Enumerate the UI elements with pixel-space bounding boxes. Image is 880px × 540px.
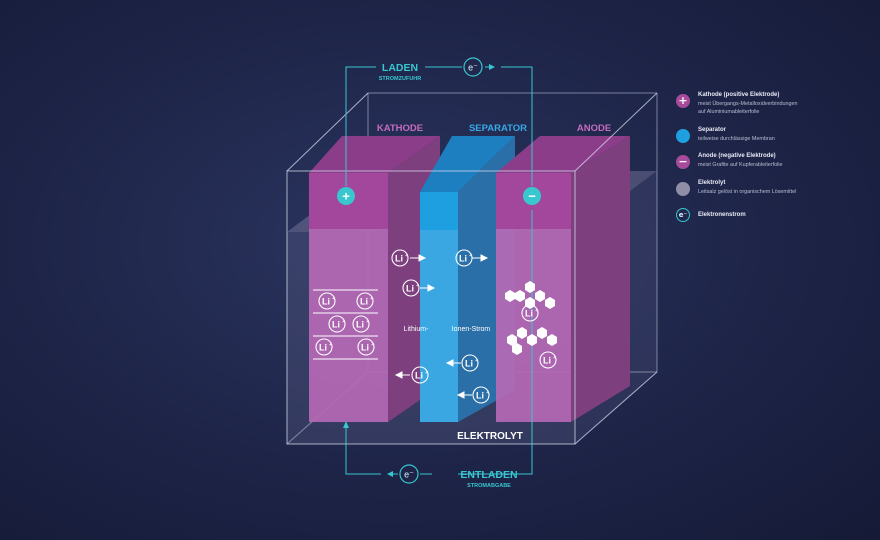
cathode-terminal-icon [337,187,355,205]
li-ion-icon [411,366,429,384]
container-front [286,92,658,445]
electron-bottom-icon [399,464,419,484]
li-ion-icon [391,249,409,267]
ion-arrows [394,254,489,399]
circuit-wires [343,64,533,477]
li-ion-charge: + [416,283,419,289]
legend-title: Anode (negative Elektrode) [698,153,776,159]
minus-symbol: − [528,189,536,204]
separator-label: SEPARATOR [469,123,527,134]
li-ion-icon [472,386,490,404]
li-ion-charge: + [469,253,472,259]
electron-icon: e⁻ [676,208,690,222]
electrolyte-swatch-icon [676,182,690,196]
li-ion-charge: + [332,296,335,302]
li-ion-label: Li [319,343,327,353]
li-ion-label: Li [476,391,484,401]
legend-title: Elektronenstrom [698,212,746,218]
ion-current-text: Ionen-Strom [452,326,491,333]
li-ion-label: Li [360,297,368,307]
li-ion-label: Li [361,343,369,353]
li-ion-label: Li [465,359,473,369]
li-ion-label: Li [406,284,414,294]
lithium-ions: Li+Li+Li+Li+Li+Li+Li+Li+Li+Li+Li+Li+Li+L… [315,249,557,404]
separator-swatch-icon [676,129,690,143]
li-ion-charge: + [486,390,489,396]
li-ion-label: Li [415,371,423,381]
discharge-sublabel: STROMABGABE [467,483,511,489]
legend-desc: auf Aluminiumableiterfolie [698,109,760,115]
li-ion-charge: + [342,319,345,325]
anode [496,136,630,422]
electrolyte-label: ELEKTROLYT [457,431,523,442]
li-ion-charge: + [329,342,332,348]
lithium-text: Lithium- [404,326,430,333]
li-ion-icon [315,338,333,356]
li-ion-icon [521,304,539,322]
plus-icon: + [676,94,690,108]
li-ion-charge: + [371,342,374,348]
li-ion-icon [318,292,336,310]
li-ion-icon [402,279,420,297]
li-ion-icon [461,354,479,372]
li-ion-icon [357,338,375,356]
legend-title: Kathode (positive Elektrode) [698,92,780,98]
anode-terminal-icon [523,187,541,205]
legend-desc: teilweise durchlässige Membran [698,136,775,142]
electron-top-label: e⁻ [468,63,478,73]
li-ion-label: Li [543,356,551,366]
plus-symbol: + [342,189,350,204]
graphite-hexagons [505,281,557,355]
li-ion-charge: + [405,253,408,259]
cathode-label: KATHODE [377,123,423,134]
li-ion-icon [328,315,346,333]
legend-desc: meist Grafite auf Kupferableiterfolie [698,162,783,168]
li-ion-label: Li [322,297,330,307]
li-ion-label: Li [332,320,340,330]
li-ion-icon [539,351,557,369]
electron-top-icon [463,57,483,77]
li-ion-icon [356,292,374,310]
li-ion-label: Li [525,309,533,319]
li-ion-charge: + [366,319,369,325]
legend-desc: meist Übergangs-Metalloxidverbindungen [698,101,798,107]
cathode-lattice [313,289,378,360]
discharge-label: ENTLADEN [460,469,517,481]
li-ion-icon [352,315,370,333]
legend-title: Elektrolyt [698,180,726,186]
anode-label: ANODE [577,123,611,134]
li-ion-charge: + [475,358,478,364]
li-ion-charge: + [553,355,556,361]
li-ion-charge: + [535,308,538,314]
li-ion-charge: + [425,370,428,376]
charge-sublabel: STROMZUFUHR [379,76,421,82]
li-ion-label: Li [459,254,467,264]
electron-bottom-label: e⁻ [404,470,414,480]
li-ion-label: Li [395,254,403,264]
legend-desc: Leitsalz gelöst in organischem Lösemitte… [698,189,797,195]
li-ion-label: Li [356,320,364,330]
legend-title: Separator [698,127,727,133]
minus-icon: − [676,155,690,169]
charge-label: LADEN [382,62,418,74]
li-ion-charge: + [370,296,373,302]
